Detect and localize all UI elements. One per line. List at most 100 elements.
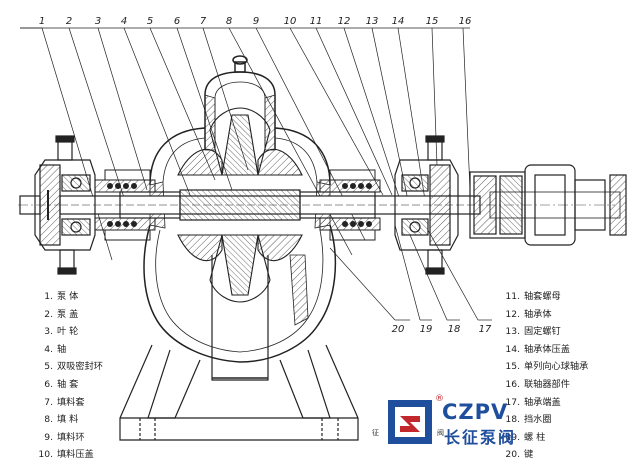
- legend-item: 11. 轴套螺母: [504, 288, 588, 306]
- legend-item: 3. 叶 轮: [37, 323, 103, 341]
- legend-label: 填料环: [57, 431, 85, 443]
- left-seal-assembly: [94, 169, 156, 241]
- leader-lines-bottom: [329, 224, 492, 321]
- legend-item: 14. 轴承体压盖: [504, 341, 588, 359]
- legend-label: 双吸密封环: [57, 361, 103, 373]
- callout-17: 17: [479, 324, 492, 335]
- legend-label: 泵 体: [57, 291, 79, 302]
- legend-item: 7. 填料套: [37, 394, 103, 412]
- callout-16: 16: [459, 16, 472, 27]
- callout-12: 12: [338, 16, 351, 27]
- legend-number: 11.: [505, 291, 520, 302]
- legend-number: 15.: [505, 361, 520, 373]
- callout-19: 19: [420, 324, 433, 335]
- legend-number: 7.: [44, 396, 53, 408]
- legend-item: 18. 挡水圈: [504, 411, 588, 429]
- callout-1: 1: [39, 16, 45, 27]
- legend-label: 轴套螺母: [524, 291, 561, 302]
- callout-15: 15: [426, 16, 439, 27]
- parts-legend-right: 11. 轴套螺母 12. 轴承体 13. 固定螺钉 14. 轴承体压盖 15. 单列向心球轴承 16…: [504, 288, 588, 464]
- legend-label: 键: [524, 449, 534, 461]
- legend-label: 轴承体压盖: [524, 343, 570, 355]
- legend-number: 5.: [44, 361, 53, 373]
- legend-label: 填料套: [57, 396, 85, 408]
- legend-number: 17.: [505, 396, 520, 408]
- registered-mark: ®: [435, 394, 444, 404]
- legend-item: 17. 轴承端盖: [504, 394, 588, 412]
- callout-9: 9: [253, 16, 259, 27]
- callout-5: 5: [147, 16, 153, 27]
- legend-number: 2.: [44, 308, 53, 320]
- legend-number: 3.: [44, 326, 53, 338]
- legend-label: 叶 轮: [57, 326, 79, 338]
- legend-number: 6.: [44, 378, 53, 390]
- parts-legend-left: 1. 泵 体 2. 泵 盖 3. 叶 轮 4. 轴 5. 双吸密封环 6. 轴 套 7. 填料套 8. 填 料…: [37, 288, 103, 464]
- legend-number: 19.: [505, 431, 520, 443]
- callout-2: 2: [66, 16, 72, 27]
- callout-7: 7: [200, 16, 207, 27]
- legend-number: 14.: [505, 343, 520, 355]
- callout-8: 8: [226, 16, 232, 27]
- impeller: [177, 107, 303, 303]
- legend-item: 4. 轴: [37, 341, 103, 359]
- callout-20: 20: [392, 324, 405, 335]
- legend-item: 19. 螺 柱: [504, 429, 588, 447]
- legend-number: 16.: [505, 378, 520, 390]
- legend-label: 螺 柱: [524, 431, 546, 443]
- legend-number: 9.: [44, 431, 53, 443]
- brand-name-en: CZPV: [442, 400, 509, 424]
- legend-label: 轴 套: [57, 378, 79, 390]
- legend-number: 1.: [44, 291, 53, 302]
- legend-item: 8. 填 料: [37, 411, 103, 429]
- pump-base: [119, 344, 359, 441]
- callout-10: 10: [284, 16, 297, 27]
- mark-right: 阀: [437, 429, 444, 437]
- legend-item: 15. 单列向心球轴承: [504, 358, 588, 376]
- legend-item: 1. 泵 体: [37, 288, 103, 306]
- coupling: [469, 164, 627, 246]
- legend-number: 13.: [505, 326, 520, 338]
- legend-label: 联轴器部件: [524, 378, 570, 390]
- volute-casing: [143, 224, 337, 381]
- legend-label: 轴: [57, 343, 67, 355]
- legend-label: 挡水圈: [524, 414, 552, 426]
- legend-number: 8.: [44, 414, 53, 426]
- legend-item: 2. 泵 盖: [37, 306, 103, 324]
- legend-item: 20. 键: [504, 446, 588, 464]
- shaft: [59, 189, 481, 221]
- legend-label: 单列向心球轴承: [524, 361, 589, 373]
- callout-13: 13: [366, 16, 379, 27]
- czpv-logo: ® CZPV 长征泵阀: [386, 394, 566, 452]
- legend-item: 10. 填料压盖: [37, 446, 103, 464]
- legend-item: 9. 填料环: [37, 429, 103, 447]
- legend-number: 20.: [505, 449, 520, 461]
- legend-label: 泵 盖: [57, 308, 79, 320]
- legend-number: 10.: [38, 449, 53, 461]
- mark-left: 征: [372, 429, 379, 437]
- legend-label: 填料压盖: [57, 449, 94, 461]
- pump-cover: [149, 55, 331, 186]
- legend-number: 4.: [44, 343, 53, 355]
- callout-6: 6: [174, 16, 180, 27]
- right-bearing-housing: [394, 135, 459, 275]
- legend-label: 填 料: [57, 414, 79, 426]
- legend-item: 5. 双吸密封环: [37, 358, 103, 376]
- legend-item: 16. 联轴器部件: [504, 376, 588, 394]
- legend-number: 18.: [505, 414, 520, 426]
- left-bearing-housing: [19, 135, 96, 275]
- legend-item: 13. 固定螺钉: [504, 323, 588, 341]
- czpv-logo-mark: [388, 400, 432, 444]
- legend-label: 固定螺钉: [524, 326, 561, 338]
- callout-4: 4: [121, 16, 127, 27]
- legend-number: 12.: [505, 308, 520, 320]
- callout-11: 11: [310, 16, 323, 27]
- legend-item: 12. 轴承体: [504, 306, 588, 324]
- legend-label: 轴承体: [524, 308, 552, 320]
- legend-item: 6. 轴 套: [37, 376, 103, 394]
- legend-label: 轴承端盖: [524, 396, 561, 408]
- right-seal-assembly: [319, 169, 381, 241]
- callout-14: 14: [392, 16, 405, 27]
